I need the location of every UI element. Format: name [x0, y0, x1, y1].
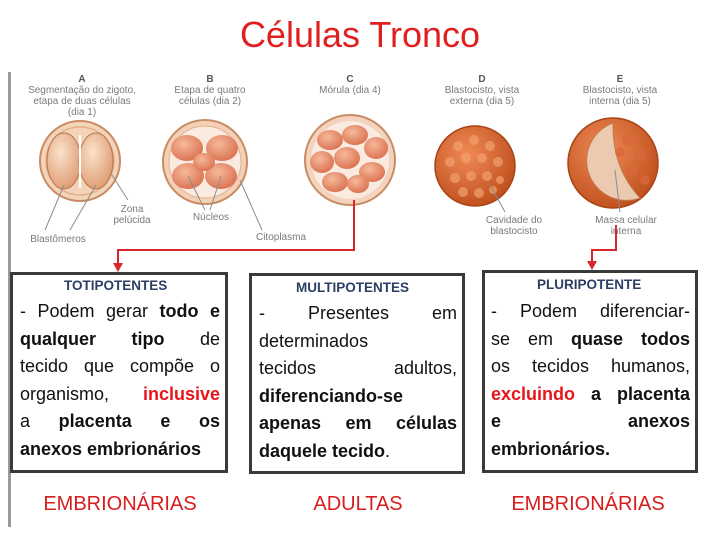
bottom-label-adultas: ADULTAS	[313, 493, 403, 515]
stage-e-label: E Blastocisto, vista interna (dia 5)	[568, 74, 672, 107]
annotation-pointers	[44, 169, 621, 231]
pluri-l2a: se em	[491, 328, 571, 349]
pluri-l3: os tecidos humanos,	[491, 356, 690, 376]
multi-l5: apenas em células	[259, 413, 457, 433]
toti-l5a: a	[20, 411, 59, 431]
stage-e-desc: Blastocisto, vista interna (dia 5)	[582, 85, 658, 107]
toti-l3: tecido que compõe o	[20, 356, 220, 376]
red-arrow-lines	[117, 200, 617, 265]
stage-a-label: A Segmentação do zigoto, etapa de duas c…	[28, 74, 136, 118]
multi-l3: tecidos adultos,	[259, 358, 457, 378]
pluri-l1: - Podem diferenciar-	[491, 301, 690, 321]
multi-l6b: .	[385, 440, 391, 461]
multi-l6a: daquele tecido	[259, 440, 386, 461]
annotation-blastomeros: Blastômeros	[30, 234, 86, 245]
left-divider	[8, 72, 11, 527]
morula-icon	[304, 114, 396, 206]
stage-d-desc: Blastocisto, vista externa (dia 5)	[444, 85, 520, 107]
stage-b-letter: B	[206, 74, 214, 85]
annotation-zona: Zona pelúcida	[113, 204, 151, 226]
multipotentes-text: - Presentes em determinados tecidos adul…	[259, 300, 457, 465]
multi-l1: - Presentes em	[259, 303, 457, 323]
blastocyst-internal-icon	[567, 117, 659, 209]
pluripotente-text: - Podem diferenciar- se em quase todos o…	[491, 298, 690, 463]
embryo-illustration	[39, 114, 659, 272]
annotation-cavidade: Cavidade do blastocisto	[485, 215, 543, 237]
bottom-label-embrionarias-right: EMBRIONÁRIAS	[511, 493, 665, 515]
multipotentes-heading: MULTIPOTENTES	[296, 280, 409, 295]
stage-c-label: C Mórula (dia 4)	[300, 74, 400, 96]
pluri-l2b: quase todos	[571, 328, 690, 349]
pluri-l5: e anexos	[491, 411, 690, 431]
toti-l5b: placenta e os	[58, 411, 221, 431]
totipotentes-box	[10, 272, 228, 473]
stage-b-label: B Etapa de quatro células (dia 2)	[160, 74, 260, 107]
toti-l2b: de	[164, 328, 220, 349]
arrow-head-totipotentes-icon	[113, 263, 123, 272]
multi-l2: determinados	[259, 330, 369, 351]
stage-b-desc: Etapa de quatro células (dia 2)	[174, 85, 246, 107]
bottom-label-embrionarias-left: EMBRIONÁRIAS	[43, 493, 197, 515]
toti-l4a: organismo,	[20, 383, 143, 404]
stage-d-letter: D	[478, 74, 486, 85]
annotation-nucleos: Núcleos	[192, 212, 230, 223]
stage-c-desc: Mórula (dia 4)	[319, 85, 381, 96]
pluri-l4b: a placenta	[575, 383, 690, 404]
pluripotente-box	[482, 270, 698, 473]
pluri-l6: embrionários.	[491, 438, 611, 459]
zygote-two-cell-icon	[39, 120, 121, 202]
stage-c-letter: C	[346, 74, 354, 85]
multipotentes-box	[249, 273, 465, 474]
arrow-head-pluripotente-icon	[587, 261, 597, 270]
toti-l1a: - Podem gerar	[20, 301, 160, 321]
stage-a-desc: Segmentação do zigoto, etapa de duas cél…	[28, 85, 136, 118]
toti-l6: anexos embrionários	[20, 438, 202, 459]
totipotentes-heading: TOTIPOTENTES	[64, 278, 168, 293]
stage-e-letter: E	[616, 74, 624, 85]
annotation-citoplasma: Citoplasma	[255, 232, 307, 243]
pluri-l4a: excluindo	[491, 383, 576, 404]
multi-l4: diferenciando-se	[259, 385, 404, 406]
stage-d-label: D Blastocisto, vista externa (dia 5)	[432, 74, 532, 107]
blastocyst-external-icon	[434, 125, 516, 207]
toti-l1b: todo e	[159, 301, 220, 321]
annotation-massa: Massa celular interna	[595, 215, 657, 237]
pluripotente-heading: PLURIPOTENTE	[537, 277, 642, 292]
toti-l2a: qualquer tipo	[20, 328, 165, 349]
page-title: Células Tronco	[239, 14, 481, 55]
four-cell-stage-icon	[162, 119, 248, 205]
totipotentes-text: - Podem gerar todo e qualquer tipo de te…	[20, 298, 220, 463]
stage-a-letter: A	[78, 74, 86, 85]
toti-l4b: inclusive	[142, 383, 220, 404]
